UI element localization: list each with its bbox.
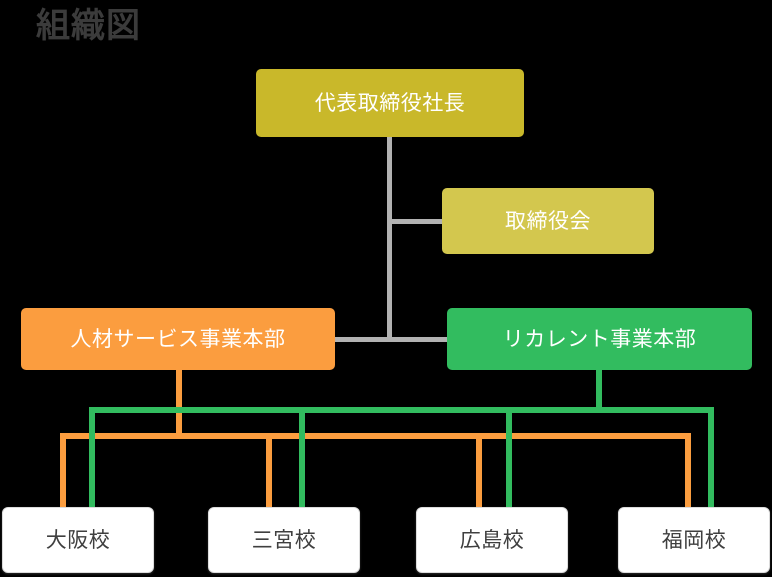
node-school-sannomiya[interactable]: 三宮校 bbox=[208, 507, 360, 573]
page-title: 組織図 bbox=[36, 7, 141, 45]
connector-recurrent-drop-hiroshima bbox=[506, 407, 512, 509]
node-recurrent-division[interactable]: リカレント事業本部 bbox=[447, 308, 752, 370]
connector-recurrent-stem bbox=[596, 370, 602, 412]
connector-hr-rail bbox=[60, 433, 691, 439]
node-recurrent-division-label: リカレント事業本部 bbox=[502, 327, 697, 351]
connector-divisions-rail bbox=[333, 337, 450, 342]
connector-recurrent-rail bbox=[89, 407, 714, 413]
connector-recurrent-drop-osaka bbox=[89, 407, 95, 509]
connector-hr-drop-osaka bbox=[60, 433, 66, 509]
node-school-fukuoka-label: 福岡校 bbox=[661, 528, 727, 552]
node-school-osaka-label: 大阪校 bbox=[45, 528, 111, 552]
node-school-fukuoka[interactable]: 福岡校 bbox=[618, 507, 770, 573]
connector-recurrent-drop-sannomiya bbox=[299, 407, 305, 509]
node-board-of-directors[interactable]: 取締役会 bbox=[442, 188, 654, 254]
connector-ceo-to-board bbox=[387, 219, 445, 224]
connector-hr-stem bbox=[176, 370, 182, 438]
connector-hr-drop-sannomiya bbox=[266, 433, 272, 509]
node-hr-service-division[interactable]: 人材サービス事業本部 bbox=[21, 308, 335, 370]
node-school-osaka[interactable]: 大阪校 bbox=[2, 507, 154, 573]
node-board-of-directors-label: 取締役会 bbox=[505, 209, 591, 233]
connector-hr-drop-hiroshima bbox=[476, 433, 482, 509]
node-school-hiroshima-label: 広島校 bbox=[459, 528, 525, 552]
node-hr-service-division-label: 人材サービス事業本部 bbox=[70, 327, 286, 351]
node-school-hiroshima[interactable]: 広島校 bbox=[416, 507, 568, 573]
node-school-sannomiya-label: 三宮校 bbox=[251, 528, 317, 552]
connector-ceo-vertical bbox=[387, 137, 392, 342]
connector-hr-drop-fukuoka bbox=[685, 433, 691, 509]
node-ceo[interactable]: 代表取締役社長 bbox=[256, 69, 524, 137]
connector-recurrent-drop-fukuoka bbox=[708, 407, 714, 509]
node-ceo-label: 代表取締役社長 bbox=[314, 91, 466, 115]
